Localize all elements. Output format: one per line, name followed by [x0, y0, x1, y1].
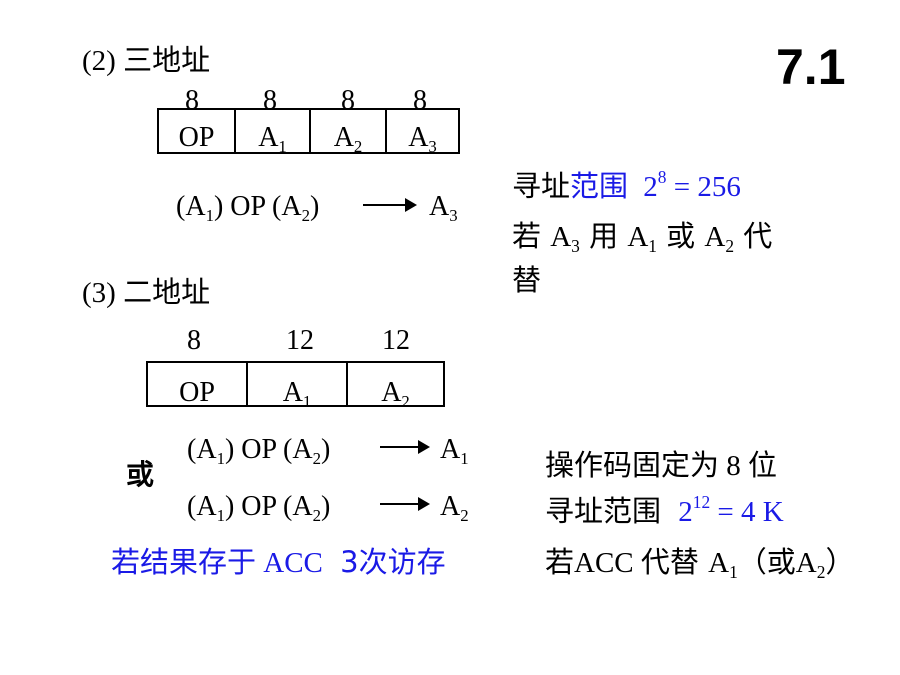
- three-address-heading: (2) 三地址: [82, 46, 210, 76]
- three-address-replace-note: 若 A3 用 A1 或 A2 代: [512, 219, 773, 257]
- two-address-dest-1: A1: [440, 434, 469, 468]
- three-address-replace-note-cont: 替: [512, 263, 542, 297]
- field-op: OP: [148, 363, 248, 407]
- three-address-range-note: 寻址范围 28 = 256: [512, 166, 741, 203]
- two-address-dest-2: A2: [440, 491, 469, 525]
- heading-number: (2): [82, 45, 116, 77]
- bit-width-op: 8: [187, 325, 201, 356]
- acc-store-note: 若结果存于 ACC 3次访存: [111, 545, 446, 579]
- arrow-icon: [380, 497, 430, 511]
- bit-width-a2: 12: [382, 325, 410, 356]
- bit-width-op: 8: [185, 85, 199, 116]
- opcode-fixed-note: 操作码固定为 8 位: [545, 448, 778, 482]
- field-a2: A2: [381, 377, 410, 411]
- bit-width-a1: 8: [263, 85, 277, 116]
- field-a1: A1: [236, 110, 311, 155]
- field-op: OP: [159, 110, 236, 152]
- field-a3: A3: [408, 122, 437, 156]
- acc-replace-note: 若ACC 代替 A1（或A2）: [545, 545, 855, 583]
- heading-text: 三地址: [123, 43, 211, 77]
- heading-text: 二地址: [123, 275, 211, 309]
- heading-number: (3): [82, 277, 116, 309]
- three-address-dest: A3: [429, 191, 458, 225]
- two-address-expression-2: (A1) OP (A2): [187, 491, 331, 525]
- two-address-format: OP A1 A2: [146, 361, 445, 411]
- arrow-icon: [380, 440, 430, 454]
- two-address-expression-1: (A1) OP (A2): [187, 434, 331, 468]
- field-a2: A2: [311, 110, 387, 155]
- arrow-icon: [363, 198, 417, 212]
- three-address-expression: (A1) OP (A2): [176, 191, 320, 225]
- two-address-range-note: 寻址范围 212 = 4 K: [545, 491, 784, 528]
- bit-width-a3: 8: [413, 85, 427, 116]
- two-address-heading: (3) 二地址: [82, 278, 210, 308]
- bit-width-a2: 8: [341, 85, 355, 116]
- three-address-format: OP A1 A2 A3: [157, 108, 460, 156]
- bit-width-a1: 12: [286, 325, 314, 356]
- field-a1: A1: [248, 363, 348, 410]
- slide-number: 7.1: [776, 39, 846, 95]
- or-label: 或: [126, 458, 155, 491]
